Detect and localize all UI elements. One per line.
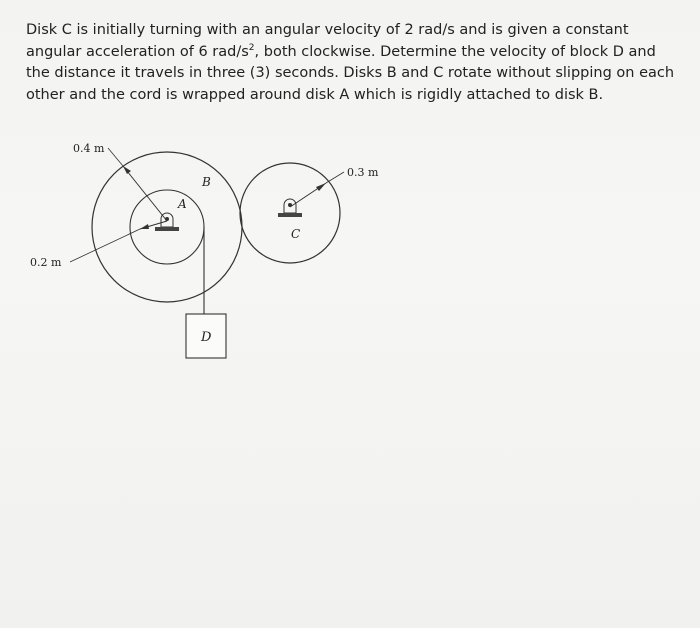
arrowhead-a (140, 224, 149, 229)
problem-text-part2: , both clockwise. Determine the velocity… (26, 43, 675, 103)
dim-c-radius: 0.3 m (347, 166, 379, 179)
leader-inner (69, 228, 141, 263)
arrowhead-c (316, 183, 326, 191)
arrowhead-b (123, 166, 131, 174)
label-disk-b: B (201, 175, 211, 189)
problem-text-part1: Disk C is initially turning with an angu… (26, 22, 629, 60)
dim-inner-radius: 0.2 m (30, 256, 62, 269)
leader-outer (107, 147, 124, 167)
disk-c (239, 162, 341, 264)
dim-outer-radius: 0.4 m (73, 142, 105, 155)
problem-statement: Disk C is initially turning with an angu… (26, 20, 676, 106)
pin-support-ab (155, 212, 179, 231)
exponent: 2 (248, 42, 255, 53)
label-disk-a: A (177, 197, 187, 211)
label-disk-c: C (291, 227, 300, 241)
radius-line-b (122, 165, 168, 222)
block-d (185, 313, 227, 359)
leader-c (325, 171, 345, 184)
label-block-d: D (200, 330, 212, 345)
